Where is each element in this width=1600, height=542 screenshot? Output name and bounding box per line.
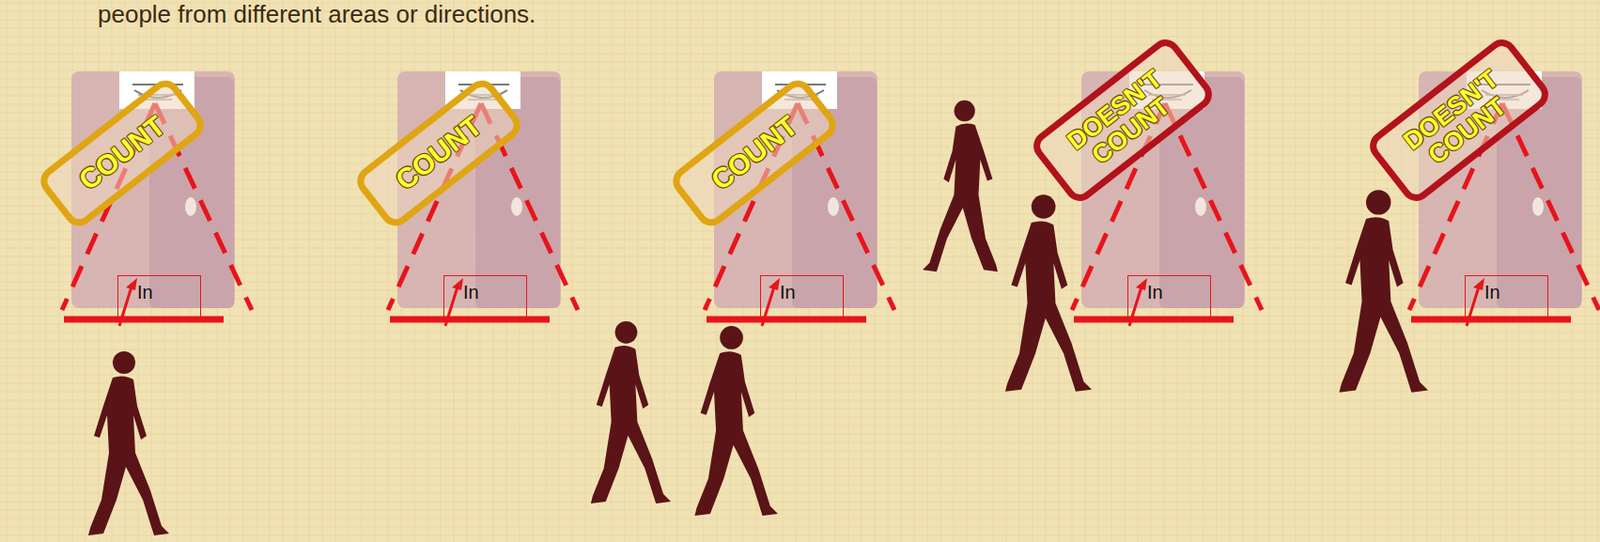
badge-text: COUNT [389,110,487,196]
direction-box: In [760,275,844,323]
direction-label: In [1147,281,1164,304]
caption-text: people from different areas or direction… [97,0,536,30]
count-badge: COUNT [667,74,842,233]
direction-box: In [117,275,202,323]
count-badge: DOESN'T COUNT [1364,33,1555,208]
count-badge: COUNT [351,74,527,233]
direction-label: In [1484,281,1501,304]
badge-text: DOESN'T COUNT [1050,55,1195,185]
badge-text: COUNT [73,110,171,196]
count-badge: DOESN'T COUNT [1027,33,1219,208]
direction-box: In [443,275,528,323]
badge-text: COUNT [705,110,803,196]
direction-box: In [1464,275,1549,323]
count-badge: COUNT [34,74,210,233]
direction-label: In [137,281,154,304]
direction-label: In [779,281,796,304]
direction-box: In [1127,275,1212,323]
badge-text: DOESN'T COUNT [1386,55,1531,185]
direction-label: In [463,281,480,304]
